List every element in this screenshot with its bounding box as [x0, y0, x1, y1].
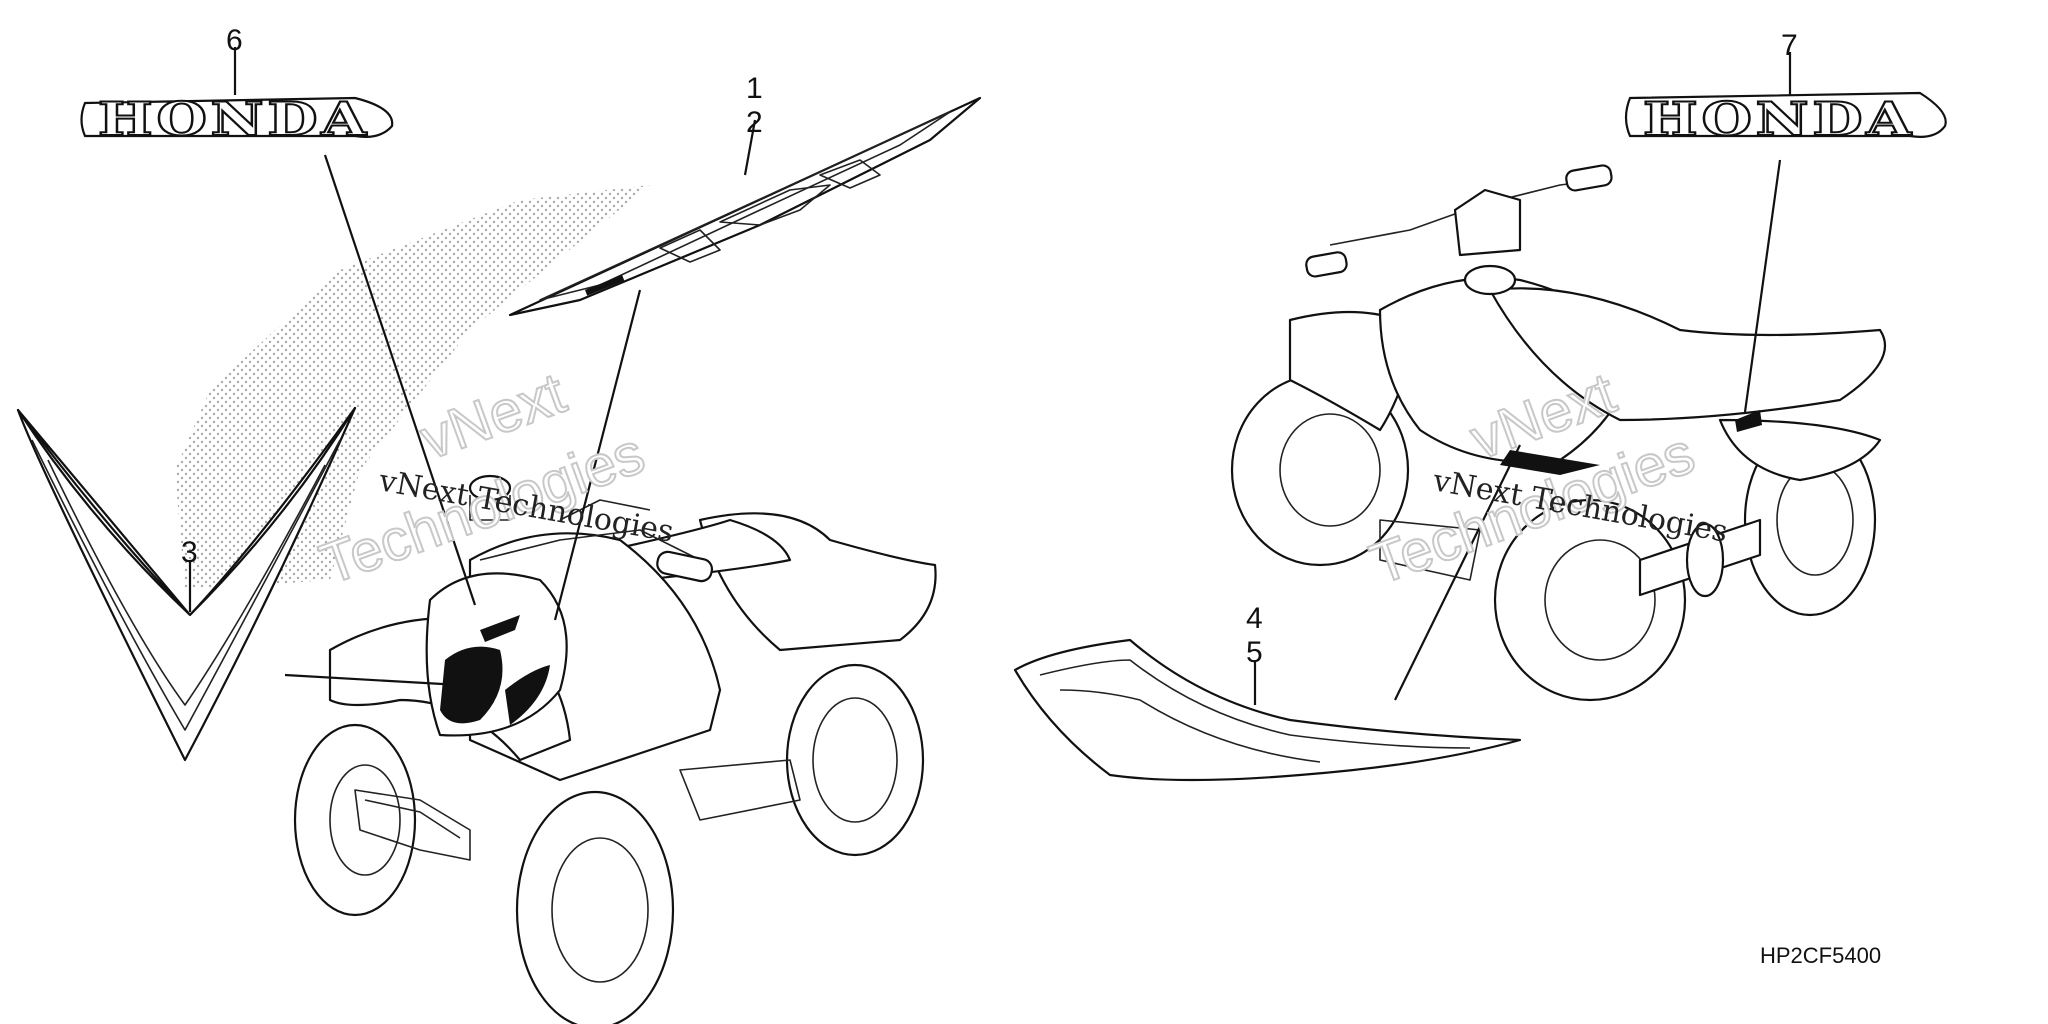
callout-7: 7: [1781, 29, 1798, 62]
callout-5: 5: [1246, 636, 1263, 669]
side-stripe-decal: [1013, 638, 1522, 782]
logo-text-right: HONDA: [1643, 92, 1915, 146]
callout-4: 4: [1246, 602, 1263, 635]
v-stripe-decal: [16, 406, 357, 762]
atv-front-view: [293, 474, 937, 1024]
logo-text-left: HONDA: [98, 92, 370, 146]
honda-logo-decal-left: HONDA: [80, 91, 394, 147]
callout-6: 6: [226, 24, 243, 57]
honda-logo-decal-right: HONDA: [1624, 91, 1947, 147]
fender-stripe-decal: [508, 96, 982, 317]
atv-rear-view: [1230, 164, 1886, 702]
callout-3: 3: [181, 536, 198, 569]
callout-2: 2: [746, 106, 763, 139]
leader-lines: [188, 47, 1792, 705]
diagram-code: HP2CF5400: [1760, 943, 1881, 968]
callout-1: 1: [746, 72, 763, 105]
stipple-shadow: [175, 185, 650, 590]
